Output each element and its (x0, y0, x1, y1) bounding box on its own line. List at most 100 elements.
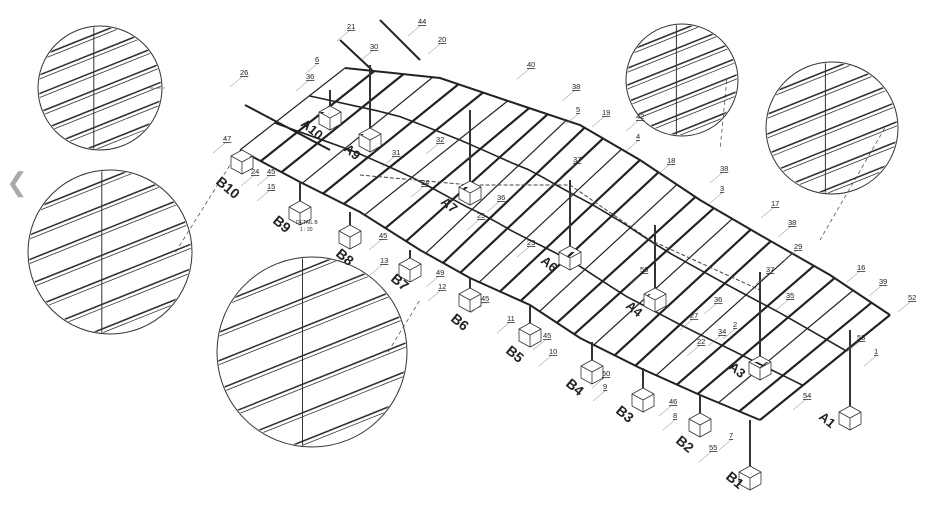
footing-b7 (398, 257, 422, 283)
callout-26: 26 (240, 68, 248, 77)
callout-10: 10 (549, 347, 557, 356)
callout-37: 37 (766, 265, 774, 274)
detail-views (27, 7, 899, 480)
cross-purlin (634, 240, 772, 367)
cross-purlin (425, 119, 567, 254)
detail-scale: 1 : 20 (300, 227, 313, 233)
callout-9: 9 (603, 382, 607, 391)
footing-b2 (688, 412, 712, 438)
callout-36: 36 (714, 295, 722, 304)
callout-54: 54 (803, 391, 811, 400)
cross-purlin (239, 67, 346, 151)
callout-45: 45 (379, 231, 387, 240)
callout-35: 35 (786, 291, 794, 300)
footing-label: B2 (673, 432, 697, 456)
footing-b8 (338, 224, 362, 250)
callout-50: 50 (602, 369, 610, 378)
footing-label: B10 (213, 173, 243, 202)
callout-8: 8 (673, 411, 677, 420)
detail-view-3[interactable] (216, 229, 421, 480)
callout-44: 44 (418, 17, 426, 26)
footing-label: A1 (816, 409, 838, 431)
callout-38: 38 (720, 164, 728, 173)
detail-view-1[interactable] (37, 7, 165, 172)
cross-purlin (676, 264, 815, 386)
callout-15: 15 (267, 182, 275, 191)
cross-purlin (280, 73, 405, 174)
footing-label: A7 (438, 194, 460, 216)
callout-34: 34 (718, 327, 726, 336)
detail-view-2[interactable] (27, 145, 231, 362)
cross-purlin (556, 196, 697, 324)
callout-45: 45 (543, 331, 551, 340)
cross-purlin (655, 253, 793, 376)
callout-25: 25 (477, 211, 485, 220)
callout-36: 36 (306, 72, 314, 81)
callout-46: 46 (669, 397, 677, 406)
callout-4: 4 (636, 132, 640, 141)
cross-purlin (343, 91, 484, 205)
callout-55: 55 (709, 443, 717, 452)
chevron-left-icon[interactable]: ❮ (6, 167, 28, 197)
callout-20: 20 (438, 35, 446, 44)
cross-purlin (718, 289, 854, 404)
detail-view-5[interactable] (765, 42, 899, 241)
footing-label: B5 (503, 342, 527, 366)
callout-45: 45 (267, 167, 275, 176)
callout-40: 40 (527, 60, 535, 69)
footing-a10 (318, 105, 342, 131)
cross-purlin (322, 83, 460, 195)
cross-purlin (613, 228, 752, 357)
callout-6: 6 (315, 55, 319, 64)
footing-a1 (838, 405, 862, 431)
cross-purlin (405, 113, 549, 243)
footing-b5 (518, 322, 542, 348)
callout-17: 17 (771, 199, 779, 208)
callout-3: 3 (720, 184, 724, 193)
callout-37: 37 (573, 155, 581, 164)
footing-a7 (458, 180, 482, 206)
callout-38: 38 (572, 82, 580, 91)
footing-b10 (230, 149, 254, 175)
callout-52: 52 (908, 293, 916, 302)
callout-1: 1 (874, 347, 878, 356)
cross-purlin (539, 184, 678, 312)
footing-a4 (643, 287, 667, 313)
steel-frame (239, 19, 891, 421)
cross-purlin (573, 207, 715, 336)
rafter-extension (379, 19, 421, 61)
callout-19: 19 (602, 108, 610, 117)
cross-purlin (738, 301, 873, 413)
footing-a9 (358, 127, 382, 153)
footing-b3 (631, 387, 655, 413)
detail-view-4[interactable] (625, 7, 739, 157)
detail-note: DETAIL B (296, 220, 318, 226)
callout-27: 27 (690, 311, 698, 320)
callout-2: 2 (733, 320, 737, 329)
callout-39: 39 (879, 277, 887, 286)
callout-31: 31 (392, 148, 400, 157)
rafter-extension (244, 104, 331, 151)
cross-purlin (593, 218, 733, 346)
cross-purlin (442, 126, 586, 264)
callout-42: 42 (636, 112, 644, 121)
footing-b4 (580, 359, 604, 385)
callout-49: 49 (436, 268, 444, 277)
footing-a6 (558, 245, 582, 271)
callout-24: 24 (251, 167, 259, 176)
footing-label: A3 (726, 359, 748, 381)
callout-53: 53 (857, 333, 865, 342)
callout-45: 45 (481, 294, 489, 303)
callout-16: 16 (857, 263, 865, 272)
cross-purlin (759, 314, 891, 421)
callout-24: 24 (421, 178, 429, 187)
callout-47: 47 (223, 134, 231, 143)
callout-36: 36 (497, 193, 505, 202)
callout-13: 13 (380, 256, 388, 265)
callout-11: 11 (507, 314, 515, 323)
callout-29: 29 (794, 242, 802, 251)
callout-30: 30 (370, 42, 378, 51)
